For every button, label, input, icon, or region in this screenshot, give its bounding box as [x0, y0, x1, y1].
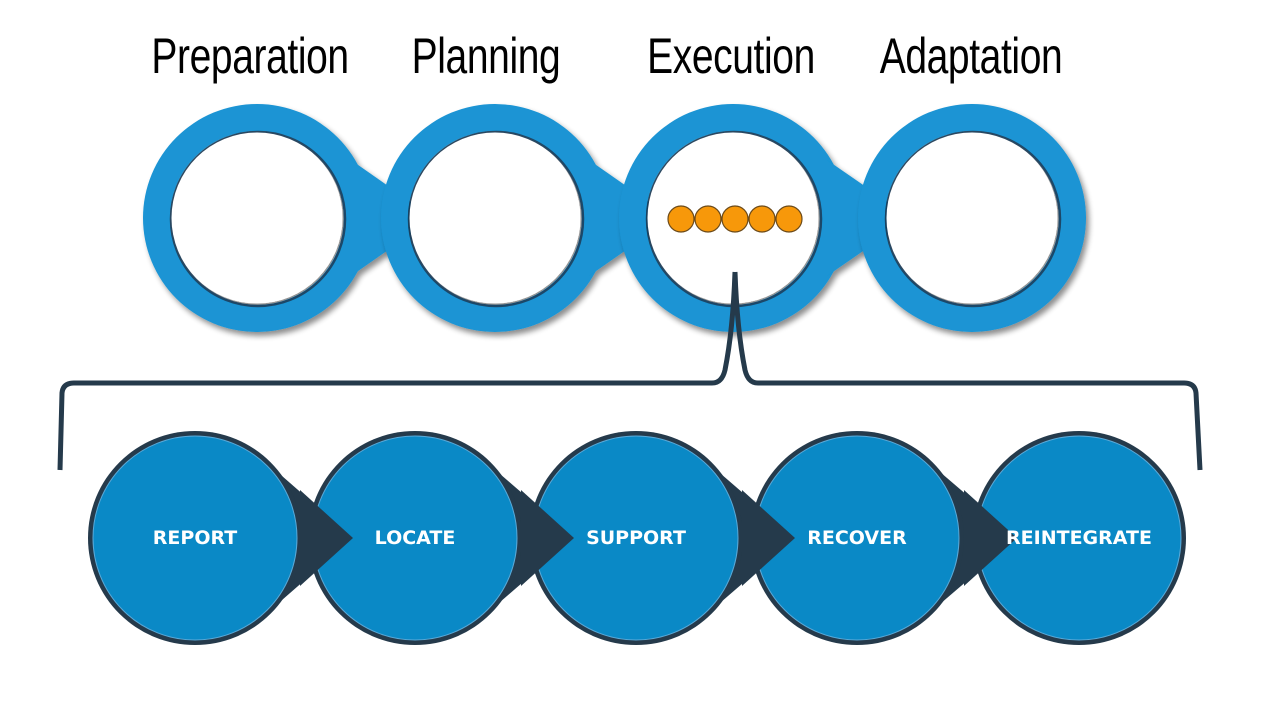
- step-label-support: SUPPORT: [586, 527, 686, 549]
- step-circle-fill: [92, 435, 298, 641]
- step-circle-support: [529, 431, 743, 645]
- phase-ring-inner-edge: [884, 130, 1062, 308]
- phase-ring-inner-edge: [169, 130, 347, 308]
- expansion-bracket: [57, 271, 1203, 471]
- execution-dot: [667, 205, 695, 233]
- phase-title-preparation: Preparation: [151, 28, 349, 84]
- step-label-recover: RECOVER: [807, 527, 907, 549]
- execution-dot: [721, 205, 749, 233]
- brace-line: [57, 271, 1203, 471]
- step-label-reintegrate: REINTEGRATE: [1006, 527, 1152, 549]
- step-arrow-tip-icon: [521, 490, 574, 586]
- step-circle-locate: [308, 431, 522, 645]
- execution-dots: [667, 205, 803, 233]
- phase-rings: [143, 104, 1086, 332]
- execution-dot: [775, 205, 803, 233]
- phase-ring-adaptation: [858, 104, 1086, 332]
- step-circle-report: [88, 431, 302, 645]
- step-circle-recover: [750, 431, 964, 645]
- phase-ring-center: [409, 132, 581, 304]
- step-label-locate: LOCATE: [374, 527, 456, 549]
- step-circle-reintegrate: [972, 431, 1186, 645]
- phase-title-adaptation: Adaptation: [879, 28, 1063, 84]
- step-arrow-tip-icon: [742, 490, 795, 586]
- phase-ring-inner-edge: [407, 130, 585, 308]
- step-arrow-tip-icon: [964, 490, 1017, 586]
- step-label-report: REPORT: [152, 527, 238, 549]
- execution-steps: [88, 431, 1186, 645]
- phase-title-planning: Planning: [411, 28, 561, 84]
- phase-title-execution: Execution: [647, 28, 815, 84]
- execution-dot: [748, 205, 776, 233]
- phase-ring-center: [171, 132, 343, 304]
- phase-ring-center: [886, 132, 1058, 304]
- step-arrow-tip-icon: [300, 490, 353, 586]
- execution-dot: [694, 205, 722, 233]
